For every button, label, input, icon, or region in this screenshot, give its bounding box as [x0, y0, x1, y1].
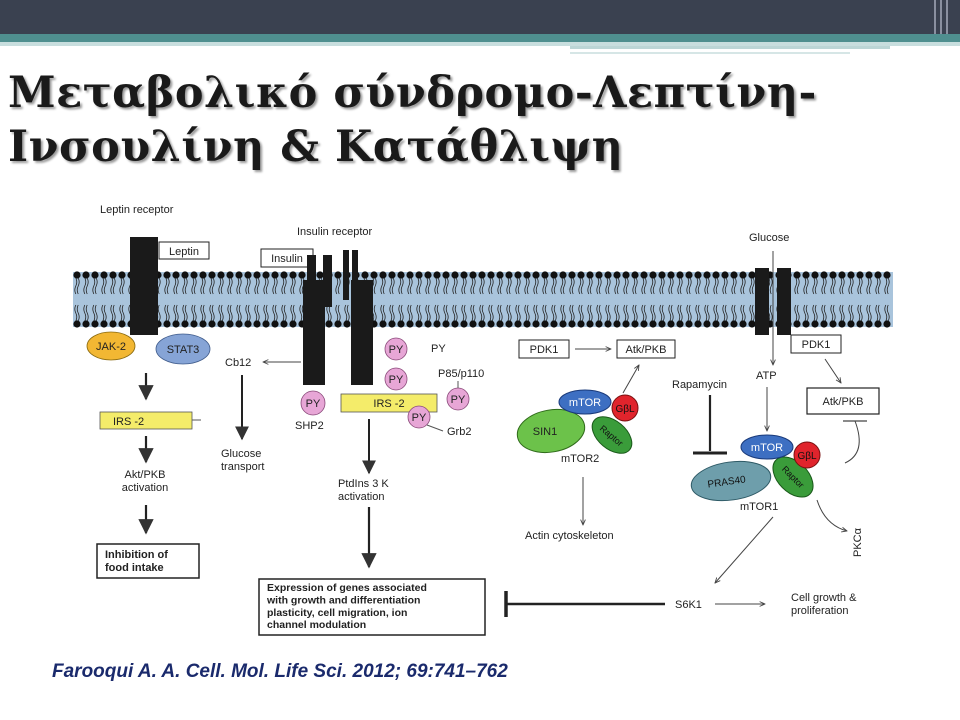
gbl-protein-mtor1 — [793, 441, 821, 469]
mtor-label-mtor1: mTOR — [751, 442, 783, 454]
mtor-protein-mtor1 — [740, 434, 794, 460]
cb12-label: Cb12 — [225, 357, 251, 369]
pdk1-left-box — [518, 339, 570, 359]
decorative-line — [570, 46, 890, 49]
mtor2-label: mTOR2 — [561, 453, 599, 465]
glucose-transporter-left — [755, 268, 769, 335]
gene-expression-box — [258, 578, 486, 636]
grb2-label: Grb2 — [447, 426, 471, 438]
slide-title-line-2: Ινσουλίνη & Κατάθλιψη — [8, 122, 624, 172]
mtor-label-mtor2: mTOR — [569, 397, 601, 409]
py-circle-1 — [384, 337, 408, 361]
header-bar — [0, 0, 960, 34]
rapamycin-label: Rapamycin — [672, 379, 727, 391]
irs2-center-label: IRS -2 — [373, 398, 404, 410]
pras40-protein — [690, 460, 772, 502]
gbl-label-mtor1: GβL — [797, 451, 817, 462]
glucose-label: Glucose — [749, 232, 789, 244]
citation: Farooqui A. A. Cell. Mol. Life Sci. 2012… — [52, 661, 508, 682]
grb2-connector — [426, 424, 444, 432]
atp-label: ATP — [756, 370, 777, 382]
py-label-shp2: PY — [306, 398, 321, 410]
teal-band — [0, 34, 960, 42]
inhibition-box — [96, 543, 200, 579]
slide-title-line-1: Μεταβολικό σύνδρομο-Λεπτίνη- — [8, 68, 817, 118]
atk-right-label: Atk/PKB — [823, 396, 864, 408]
mtor1-label: mTOR1 — [740, 501, 778, 513]
jak2-label: JAK-2 — [96, 341, 126, 353]
py-label-grb2: PY — [412, 412, 427, 424]
leptin-receptor — [130, 237, 158, 335]
pdk1-right-label: PDK1 — [802, 339, 831, 351]
py-circle-grb2 — [407, 405, 431, 429]
cell-membrane — [73, 271, 893, 328]
atk-right-box — [806, 387, 880, 415]
py-label-1: PY — [389, 344, 404, 356]
signaling-pathway-diagram: Leptin receptor Leptin JAK-2 STAT3 IRS -… — [73, 204, 893, 636]
slide-title: Μεταβολικό σύνδρομο-Λεπτίνη- Ινσουλίνη &… — [8, 66, 908, 174]
glucose-transporter-right — [777, 268, 791, 335]
stat3-protein — [155, 333, 211, 365]
py-label-2: PY — [389, 374, 404, 386]
jak2-protein — [86, 331, 136, 361]
py-side-label: PY — [431, 343, 446, 355]
irs2-left-label: IRS -2 — [113, 416, 144, 428]
insulin-label: Insulin — [271, 253, 303, 265]
insulin-receptor — [303, 250, 373, 385]
shp2-label: SHP2 — [295, 420, 324, 432]
cell-growth-label: Cell growth &proliferation — [791, 592, 857, 617]
py-circle-shp2 — [300, 390, 326, 416]
insulin-receptor-label: Insulin receptor — [297, 226, 373, 238]
pdk1-right-box — [790, 334, 842, 354]
s6k1-label: S6K1 — [675, 599, 702, 611]
gbl-protein-mtor2 — [611, 394, 639, 422]
leptin-label: Leptin — [169, 246, 199, 258]
header-stripes-decoration — [934, 0, 948, 34]
atk-left-label: Atk/PKB — [626, 344, 667, 356]
pdk1-left-label: PDK1 — [530, 344, 559, 356]
teal-light-band — [0, 42, 960, 46]
py-circle-2 — [384, 367, 408, 391]
gbl-label-mtor2: GβL — [615, 404, 635, 415]
actin-label: Actin cytoskeleton — [525, 530, 614, 542]
arrow-pdk1-atk-right — [824, 358, 841, 383]
atk-left-box — [616, 339, 676, 359]
py-label-p85: PY — [451, 394, 466, 406]
pkca-label: PKCα — [852, 527, 864, 557]
pras40-label: PRAS40 — [707, 474, 747, 490]
leptin-box — [158, 241, 210, 260]
decorative-line — [570, 52, 850, 54]
atk-inhibition-curve — [844, 420, 860, 464]
raptor-protein-mtor2 — [591, 416, 633, 454]
stat3-label: STAT3 — [167, 344, 200, 356]
sin1-protein — [516, 408, 586, 454]
p85-label: P85/p110 — [438, 368, 484, 380]
leptin-receptor-label: Leptin receptor — [100, 204, 174, 216]
sin1-label: SIN1 — [533, 426, 557, 438]
arrow-mtor2-atk — [622, 365, 639, 394]
arrow-mtor1-pkca — [816, 499, 847, 531]
mtor-protein-mtor2 — [558, 389, 612, 415]
arrow-mtor1-s6k1 — [715, 516, 774, 583]
